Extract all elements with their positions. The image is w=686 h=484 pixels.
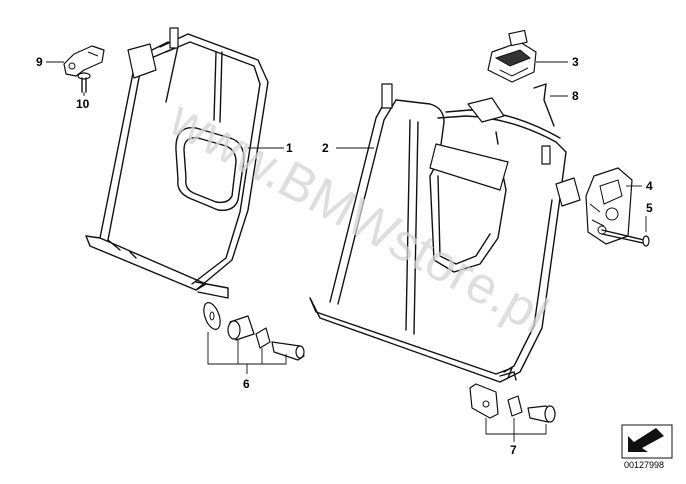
rod-part [533, 83, 555, 127]
callout-5: 5 [646, 201, 653, 215]
screw-part [601, 229, 650, 247]
watermark: www.BMWstore.pl [159, 89, 557, 345]
callout-6: 6 [243, 377, 250, 391]
arrow-down-left-icon [628, 428, 664, 452]
callout-2: 2 [322, 141, 329, 155]
callout-8: 8 [572, 89, 579, 103]
callout-4: 4 [646, 179, 653, 193]
arrow-icon-box [621, 424, 673, 459]
hinge-bracket-part [585, 167, 633, 245]
right-seat-frame [309, 83, 581, 383]
leader-lines [46, 61, 647, 232]
callout-1: 1 [286, 141, 293, 155]
latch-lock-part [487, 29, 537, 83]
pivot-hardware-group [203, 302, 305, 374]
callout-3: 3 [572, 55, 579, 69]
callout-10: 10 [76, 97, 90, 111]
document-number: 00127998 [624, 460, 664, 470]
hinge-hardware-group [469, 383, 556, 442]
callout-7: 7 [510, 443, 517, 457]
callout-9: 9 [36, 55, 43, 69]
bolt-part [77, 72, 91, 93]
bracket-clip-part [63, 45, 105, 77]
left-seat-frame [85, 27, 269, 299]
